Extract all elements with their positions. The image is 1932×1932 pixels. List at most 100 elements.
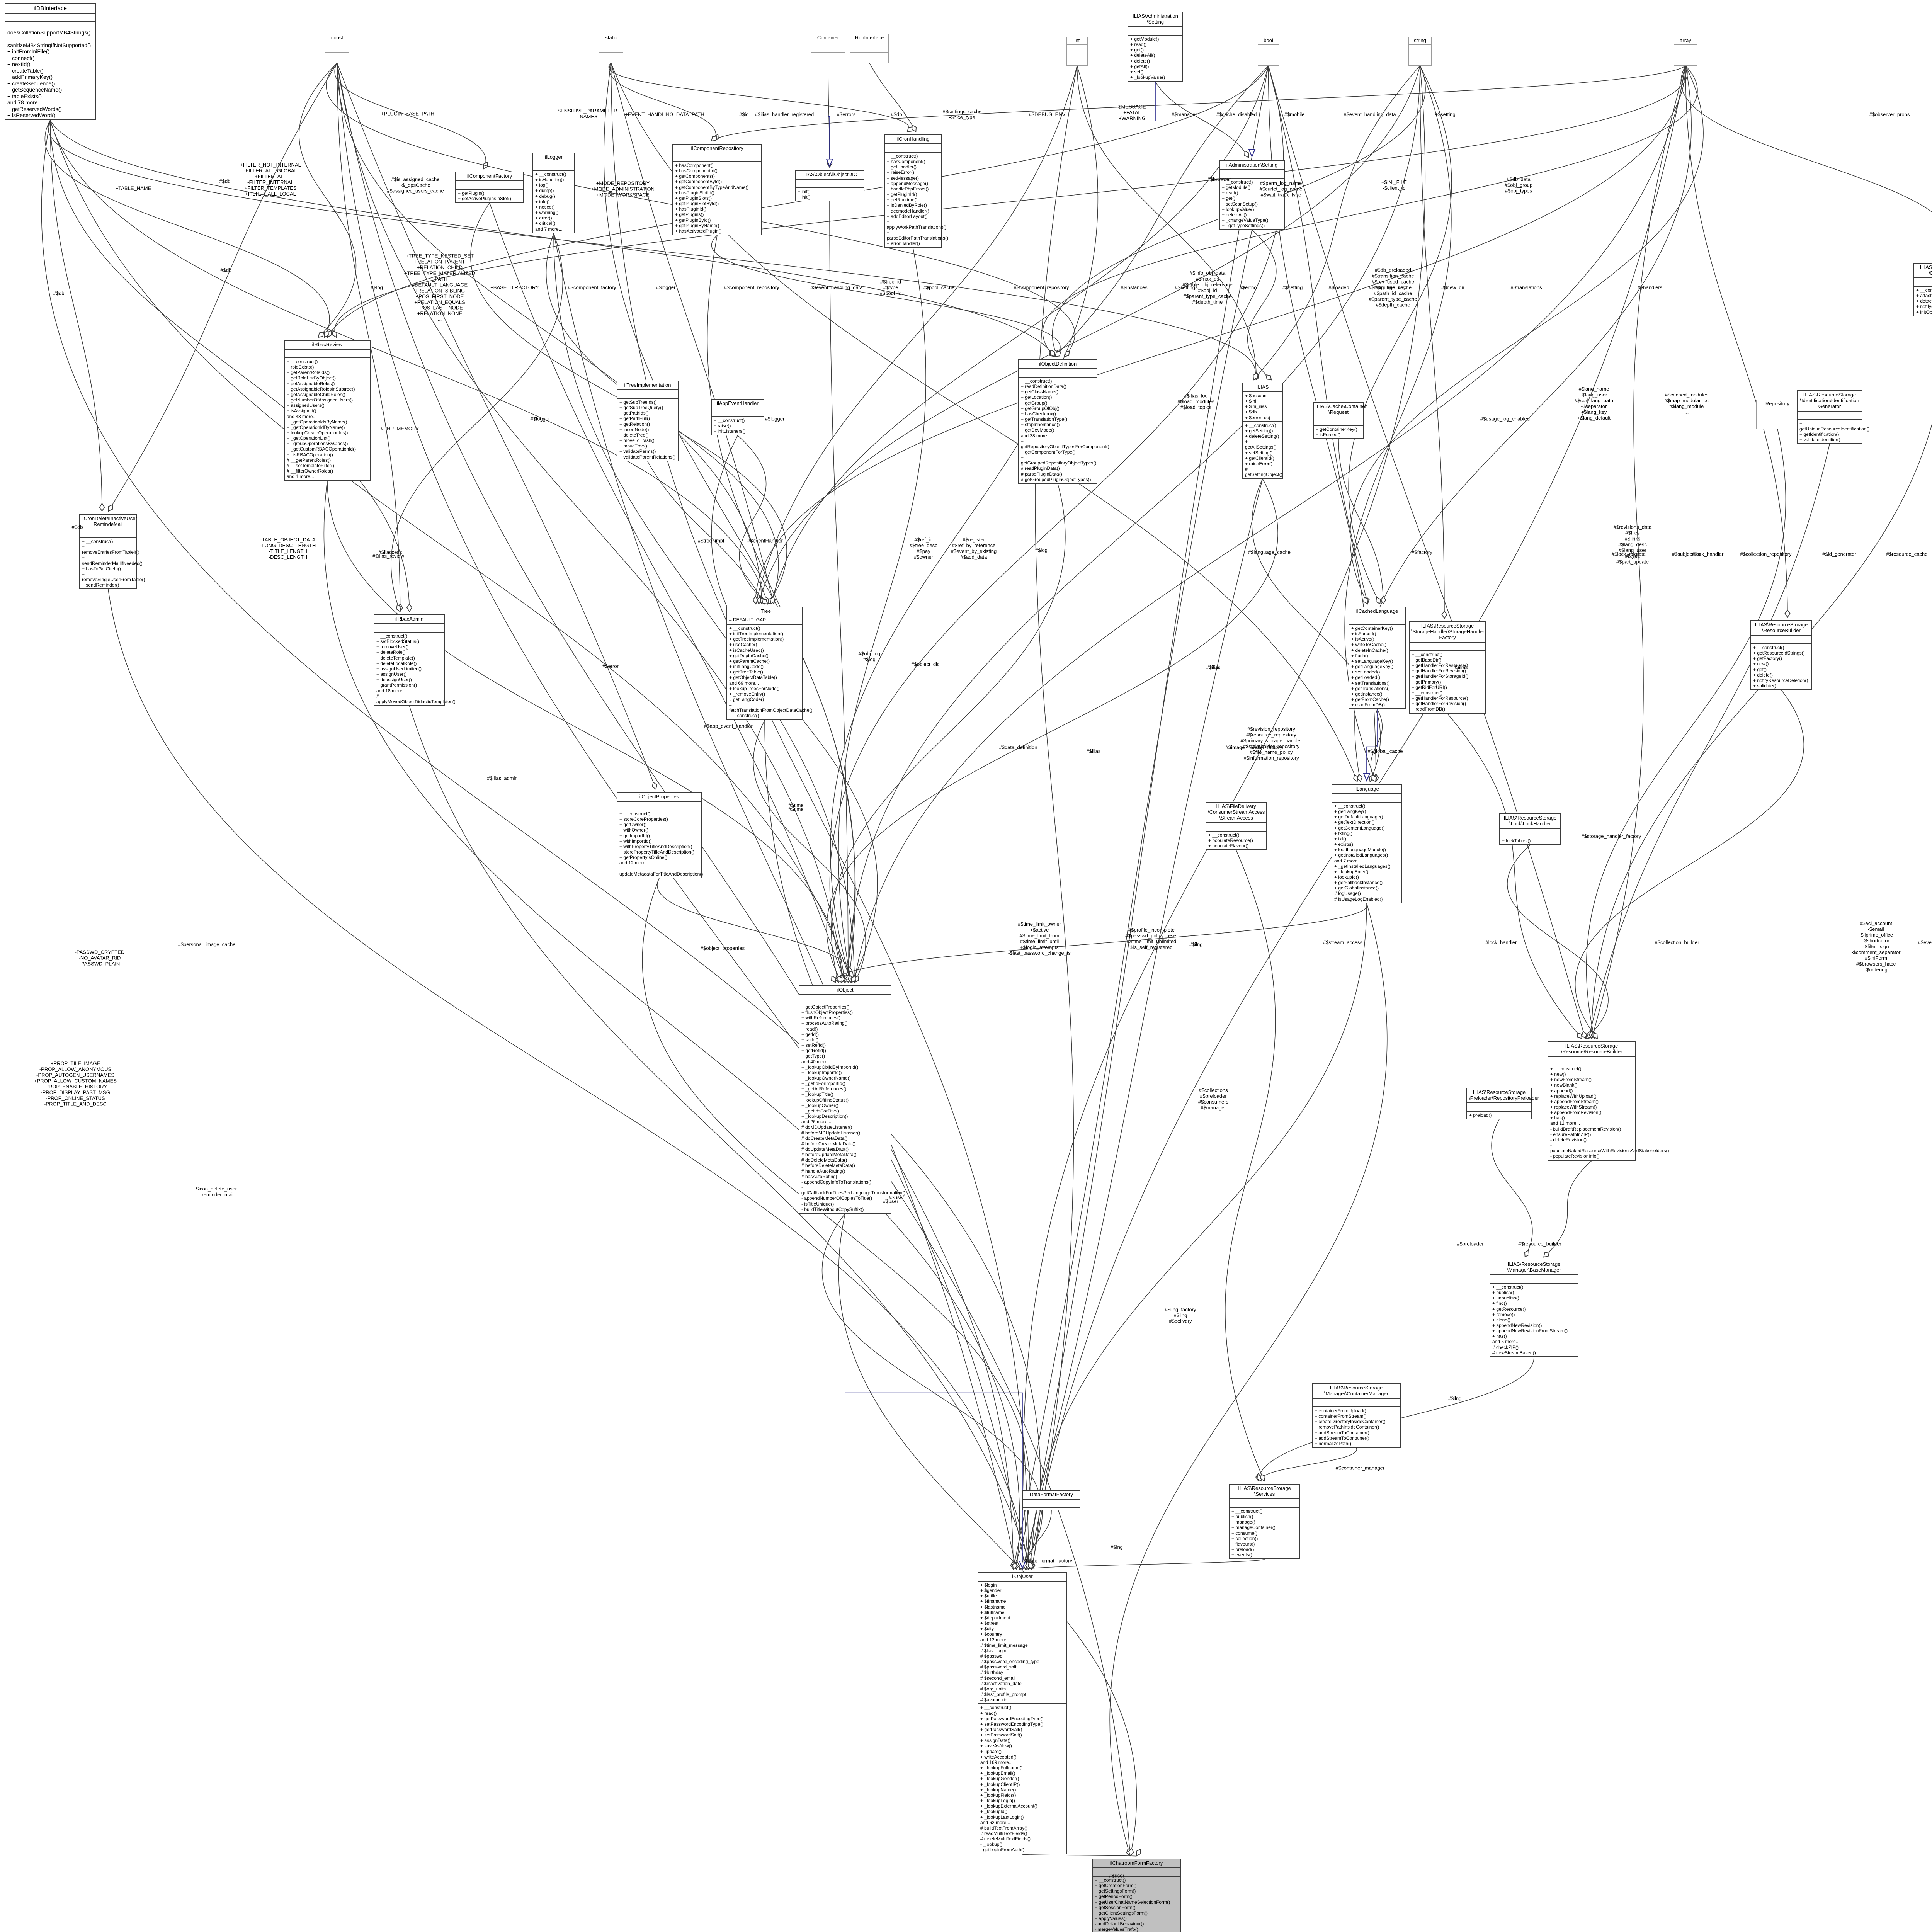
class-name: Container [811,34,845,42]
class-node-ilTreeImplementation[interactable]: ilTreeImplementation+ getSubTreeIds()+ g… [617,381,679,461]
class-node-ILIASResourceStoragePreloaderRepositoryPreloader[interactable]: ILIAS\ResourceStorage \Preloader\Reposit… [1466,1088,1539,1120]
edge-label-13: #$event_handling_data [1344,111,1396,117]
class-node-ilCachedLanguage[interactable]: ilCachedLanguage+ getContainerKey()+ isF… [1349,607,1406,709]
operation-row: + lockTables() [1502,838,1531,844]
edge-label-104: #$container_manager [1335,1465,1385,1471]
class-operations: + __construct()+ roleExists()+ getParent… [285,358,370,480]
class-attributes [1914,278,1932,287]
class-attributes [1258,45,1279,55]
class-node-ilAppEventHandler[interactable]: ilAppEventHandler+ __construct()+ raise(… [711,399,764,436]
operation-row: + getLangKey() [1334,809,1366,815]
operation-row: + get() [1753,667,1767,672]
edge-label-33: #$component_repository [1014,284,1069,291]
class-node-ILIASObjectilObjectDIC[interactable]: ILIAS\Object\ilObjectDIC+ init()+ init() [795,170,864,202]
operation-row: + _lookupClientIP() [980,1781,1020,1787]
operation-row: + applyWorkPathTranslations() [887,219,947,230]
class-node-ILIASResourceStorageLockHandler[interactable]: ILIAS\ResourceStorage \Lock\LockHandler+… [1499,813,1561,845]
class-node-string[interactable]: string [1408,37,1432,66]
class-node-bool[interactable]: bool [1258,37,1279,66]
operation-row: + hasComponent() [675,162,714,168]
edge-label-65: #lock_handler [1692,551,1724,557]
operation-row: + getLanguageKey() [1351,664,1394,670]
class-node-ilRbacAdmin[interactable]: ilRbacAdmin+ __construct()+ setBlockedSt… [374,614,456,706]
class-node-ILIASResourceStorageManagerContainerManager[interactable]: ILIAS\ResourceStorage \Manager\Container… [1312,1383,1401,1448]
operation-row: # beforeDeleteMetaData() [801,1163,855,1168]
operation-row: + getInstalledLanguages() [1334,852,1388,858]
attribute-row: + $city [980,1626,994,1632]
operation-row: + isReservedWord() [7,112,56,119]
class-node-int[interactable]: int [1066,37,1088,66]
class-node-ilTree[interactable]: ilTree# DEFAULT_GAP+ __construct()+ init… [726,607,813,720]
class-node-ilObjectDefinition[interactable]: ilObjectDefinition+ __construct()+ readD… [1018,359,1109,484]
edge-label-8: #$DEBUG_ENV [1029,111,1066,117]
class-node-ILIASResourceStorageEventsSubject[interactable]: ILIAS\ResourceStorage \Events\Subject+ _… [1913,263,1932,316]
operation-row: + lookupCreateOperationIds() [287,430,348,435]
class-node-ILIASFileSystemStreamAccess[interactable]: ILIAS\FileDelivery \ConsumerStreamAccess… [1206,802,1267,850]
operation-row: + nextId() [7,61,31,68]
class-node-ILIASResourceStorageStorageHandlerStorageHandlerFactory[interactable]: ILIAS\ResourceStorage \StorageHandler\St… [1409,621,1486,714]
operation-row: + getRuntime() [887,197,918,203]
class-operations: + getObjectProperties()+ flushObjectProp… [799,1003,905,1213]
class-node-ILIASResourceStorageResourceBuilder2[interactable]: ILIAS\ResourceStorage \ResourceBuilder+ … [1750,620,1812,690]
class-node-ILIASResourceStorageManagerBaseManager[interactable]: ILIAS\ResourceStorage \Manager\BaseManag… [1490,1260,1578,1357]
class-node-ilObject[interactable]: ilObject+ getObjectProperties()+ flushOb… [799,985,905,1214]
class-node-ilChatroomFormFactory[interactable]: ilChatroomFormFactory+ __construct()+ ge… [1092,1859,1181,1932]
class-name: ilTreeImplementation [617,381,678,390]
class-node-ilLogger[interactable]: ilLogger+ __construct()+ isHandling()+ l… [532,153,575,233]
attribute-row: + $login [980,1582,997,1588]
operation-row: + getFallbackInstance() [1334,880,1383,886]
class-attributes: + $account+ $ini+ $ini_ilias+ $db+ $erro… [1243,392,1282,422]
edge-label-39: #$language_key [1369,284,1406,291]
class-node-ILIASCacheContainerRequest[interactable]: ILIAS\Cache\Container \Request+ getConta… [1313,402,1367,439]
operation-row: + appendNewRevision() [1492,1322,1542,1328]
operation-row: + setSetting() [1245,450,1273,456]
class-node-ilDBInterface[interactable]: ilDBInterface+ doesCollationSupportMB4St… [5,3,96,120]
class-node-static[interactable]: static [599,34,623,63]
class-node-ILIASResourceStorageIdentificationGenerator[interactable]: ILIAS\ResourceStorage \Identification\Id… [1797,390,1869,444]
class-node-ilComponentRepository[interactable]: ilComponentRepository+ hasComponent()+ h… [672,144,762,235]
class-node-Container[interactable]: Container [811,34,845,63]
class-node-array[interactable]: array [1674,37,1697,66]
class-node-ilRbacReview[interactable]: ilRbacReview+ __construct()+ roleExists(… [284,340,371,481]
operation-row: + getRefId() [801,1048,826,1054]
operation-row: + readFromDB() [1412,706,1446,712]
class-node-ilComponentFactory[interactable]: ilComponentFactory+ getPlugin()+ getActi… [455,172,524,203]
class-attributes [5,14,95,22]
operation-row: + useCache() [729,642,757,648]
class-attributes [673,153,761,162]
class-operations: + containerFromUpload()+ containerFromSt… [1313,1407,1400,1447]
class-node-ILIASAdministrationSetting[interactable]: ILIAS\Administration \Setting+ getModule… [1128,12,1183,82]
class-node-ilLanguage[interactable]: ilLanguage+ __construct()+ getLangKey()+… [1332,784,1402,903]
class-node-const[interactable]: const [325,34,349,63]
class-node-ILIAS[interactable]: ILIAS+ $account+ $ini+ $ini_ilias+ $db+ … [1242,383,1283,479]
operation-row: + getPeriodForm() [1095,1894,1133,1900]
attribute-row: + $db [1245,409,1257,415]
edge-label-74: #$ilias [1206,664,1221,670]
operation-row: + getType() [801,1053,825,1059]
class-node-ILIASResourceStorageResourceBuilder[interactable]: ILIAS\ResourceStorage \Resource\Resource… [1548,1041,1669,1161]
class-node-ilCronDeleteInactiveUserRemoteMail[interactable]: ilCronDeleteInactiveUser RemindeMail+ __… [79,514,145,590]
operation-row: # doUpdateMetaData() [801,1146,849,1152]
operation-row: - isTitleUnique() [801,1201,834,1207]
class-operations: + __construct()+ publish()+ unpublish()+… [1490,1284,1578,1356]
class-node-ilObjUser[interactable]: ilObjUser+ $login+ $gender+ $utitle+ $fi… [978,1572,1067,1854]
operation-row: + isDeniedByRole() [887,202,927,208]
operation-row: + _getIdForImportId() [801,1081,845,1087]
operation-row: # hasAutoRating() [801,1173,839,1179]
class-node-ilCronHandling[interactable]: ilCronHandling+ __construct()+ hasCompon… [884,134,948,248]
class-node-ilAdministrationSetting[interactable]: ilAdministration\Setting+ __construct()+… [1219,160,1285,230]
class-node-RunInterface[interactable]: RunInterface [850,34,889,63]
operation-row: + getResource() [1492,1306,1526,1312]
class-node-ilObjectProperties[interactable]: ilObjectProperties+ __construct()+ store… [617,792,703,878]
operation-row: # beforeMDUpdateListener() [801,1130,861,1136]
operation-row: and 40 more... [801,1059,832,1065]
operation-row: # fetchTranslationFromObjectDataCache() [729,702,813,713]
class-name: DataFormatFactory [1023,1491,1080,1500]
operation-row: + setLoaded() [1351,669,1380,675]
edge-label-110: $icon_delete_user _reminder_mail [196,1186,237,1197]
class-node-DataFormatFactory[interactable]: DataFormatFactory [1022,1490,1080,1510]
edge-label-83: #$image_handler_factory [1225,744,1282,750]
operation-row: + __construct() [1492,1284,1524,1290]
class-node-ILIASResourceStorageServices[interactable]: ILIAS\ResourceStorage \Services+ __const… [1229,1484,1300,1560]
class-node-Repository[interactable]: Repository [1756,400,1799,429]
